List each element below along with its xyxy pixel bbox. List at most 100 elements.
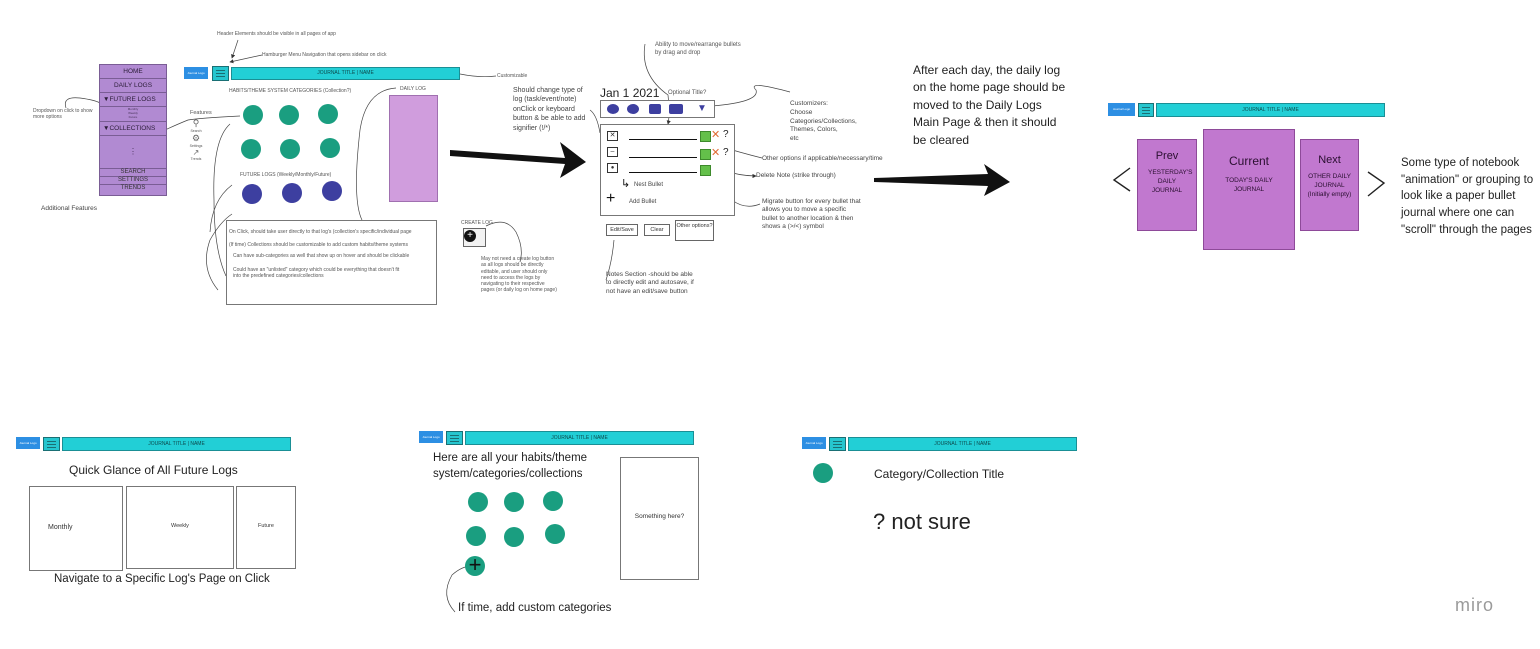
migrate-button[interactable] (700, 149, 711, 160)
migrate-button[interactable] (700, 165, 711, 176)
note-signifier-icon[interactable]: ● (607, 163, 618, 173)
theme-square-icon[interactable] (649, 104, 661, 114)
create-log-button[interactable]: + (463, 228, 486, 247)
gear-icon[interactable]: ⚙ (191, 133, 201, 143)
delete-x-icon[interactable]: ✕ (711, 147, 721, 159)
app-logo[interactable]: Journal Logo (1108, 103, 1135, 116)
collection-dot[interactable] (543, 491, 563, 511)
hamburger-menu-icon[interactable] (1138, 103, 1154, 117)
collections-label: COLLECTIONS (109, 125, 156, 132)
bullet-line[interactable] (629, 139, 697, 140)
event-signifier-icon[interactable]: – (607, 147, 618, 157)
current-subtitle: TODAY'S DAILY JOURNAL (1225, 177, 1273, 194)
habit-dot[interactable] (241, 139, 261, 159)
collection-dot[interactable] (504, 527, 524, 547)
trend-icon[interactable]: ↗ (192, 148, 200, 157)
clear-button[interactable]: Clear (644, 224, 670, 236)
sidebar-item-future-logs[interactable]: ▼FUTURE LOGS (100, 93, 166, 107)
theme-square-icon[interactable] (669, 104, 683, 114)
question-icon[interactable]: ? (723, 129, 729, 140)
current-journal-card[interactable]: Current TODAY'S DAILY JOURNAL (1203, 129, 1295, 250)
next-journal-card[interactable]: Next OTHER DAILY JOURNAL (Initially empt… (1300, 139, 1359, 231)
sidebar-item-daily-logs[interactable]: DAILY LOGS (100, 79, 166, 93)
other-options-button[interactable]: Other options? (675, 220, 714, 241)
customizer-bar: ▼ (600, 100, 715, 118)
something-here-box: Something here? (620, 457, 699, 580)
weekly-card[interactable]: Weekly (126, 486, 234, 569)
hamburger-menu-icon[interactable] (212, 66, 229, 81)
monthly-card[interactable]: Monthly (29, 486, 123, 571)
future-log-dot[interactable] (322, 181, 342, 201)
edit-save-button[interactable]: Edit/Save (606, 224, 638, 236)
task-signifier-icon[interactable]: ✕ (607, 131, 618, 141)
bullet-line[interactable] (629, 157, 697, 158)
future-card[interactable]: Future (236, 486, 296, 569)
migrate-note: Migrate button for every bullet that all… (762, 198, 861, 231)
app-logo[interactable]: Journal Logo (184, 67, 208, 79)
future-log-dot[interactable] (282, 183, 302, 203)
customizable-note: Customizable (497, 73, 528, 79)
triangle-down-icon[interactable]: ▼ (697, 103, 707, 114)
nest-bullet-label[interactable]: Nest Bullet (634, 182, 664, 188)
sub-weekly[interactable]: Weekly (128, 111, 138, 115)
habit-dot[interactable] (279, 105, 299, 125)
habit-dot[interactable] (280, 139, 300, 159)
caret-down-icon: ▼ (103, 125, 110, 132)
migrate-button[interactable] (700, 131, 711, 142)
habit-dot[interactable] (243, 105, 263, 125)
theme-dot-icon[interactable] (627, 104, 639, 114)
prev-journal-card[interactable]: Prev YESTERDAY'S DAILY JOURNAL (1137, 139, 1197, 231)
app-logo[interactable]: Journal Logo (16, 437, 40, 449)
journal-title-bar: JOURNAL TITLE | NAME (1156, 103, 1385, 117)
header-elements-note: Header Elements should be visible in all… (217, 31, 336, 37)
optional-title[interactable]: Optional Title? (668, 90, 707, 96)
daily-log-label: DAILY LOG (400, 86, 426, 92)
collection-dot[interactable] (468, 492, 488, 512)
customizers-note: Customizers: Choose Categories/Collectio… (790, 100, 857, 143)
not-sure-text: ? not sure (873, 509, 971, 534)
hamburger-menu-icon[interactable] (43, 437, 60, 451)
future-logs-label: FUTURE LOGS (109, 96, 156, 103)
plus-icon: + (468, 552, 482, 577)
habit-dot[interactable] (318, 104, 338, 124)
collection-dot[interactable] (504, 492, 524, 512)
plus-circle-icon: + (464, 230, 476, 242)
collection-dot[interactable] (466, 526, 486, 546)
caret-down-icon: ▼ (103, 96, 110, 103)
journal-title-bar: JOURNAL TITLE | NAME (848, 437, 1077, 451)
create-log-label: CREATE LOG (461, 220, 493, 226)
sidebar-item-collections[interactable]: ▼COLLECTIONS (100, 121, 166, 136)
habit-dot[interactable] (320, 138, 340, 158)
feature-search: Search (190, 129, 202, 133)
daily-log-preview[interactable] (389, 95, 438, 202)
sub-future[interactable]: Future (128, 115, 138, 119)
hamburger-menu-icon[interactable] (446, 431, 463, 445)
features-label: Features (190, 110, 212, 116)
add-collection-button[interactable]: + (465, 552, 485, 577)
app-logo[interactable]: Journal Logo (419, 431, 443, 443)
sidebar-item-settings[interactable]: SETTINGS (100, 177, 166, 185)
collection-dot[interactable] (545, 524, 565, 544)
hamburger-menu-icon[interactable] (829, 437, 846, 451)
notes-section-note: Notes Section -should be able to directl… (606, 271, 694, 295)
future-logs-label: FUTURE LOGS (Weekly/Monthly/Future) (240, 172, 332, 178)
bullet-line[interactable] (629, 172, 697, 173)
weekly-label: Weekly (171, 523, 189, 529)
onclick-note-1: On Click, should take user directly to t… (229, 229, 412, 235)
theme-dot-icon[interactable] (607, 104, 619, 114)
future-log-dot[interactable] (242, 184, 262, 204)
future-sub-list: Monthly Weekly Future (100, 107, 166, 121)
search-icon[interactable]: ⚲ (192, 118, 200, 128)
sub-monthly[interactable]: Monthly (127, 107, 139, 111)
question-icon[interactable]: ? (723, 147, 729, 158)
monthly-label: Monthly (48, 524, 73, 531)
prev-subtitle: YESTERDAY'S DAILY JOURNAL (1148, 169, 1193, 195)
add-bullet-label[interactable]: Add Bullet (629, 199, 657, 205)
sidebar-item-search[interactable]: SEARCH (100, 169, 166, 177)
sidebar-item-trends[interactable]: TRENDS (120, 185, 146, 191)
app-logo[interactable]: Journal Logo (802, 437, 826, 449)
delete-x-icon[interactable]: ✕ (711, 129, 721, 141)
plus-icon[interactable]: + (606, 190, 616, 207)
other-options-note: Other options if applicable/necessary/ti… (762, 155, 883, 162)
sidebar-item-home[interactable]: HOME (100, 65, 166, 79)
